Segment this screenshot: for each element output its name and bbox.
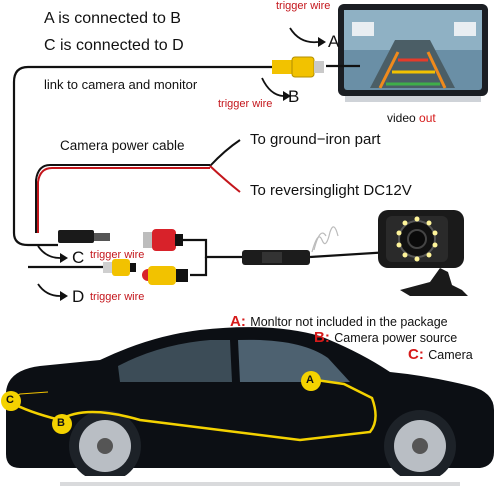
car-marker-c: C (6, 394, 14, 406)
title-line-2: C is connected to D (44, 37, 184, 54)
trigger-wire-label-b: trigger wire (218, 98, 273, 110)
car-illustration (0, 327, 500, 495)
camera-power-cable-label: Camera power cable (60, 138, 185, 153)
marker-c-label: C (72, 248, 85, 267)
trigger-wire-label-c: trigger wire (90, 249, 145, 261)
legend-item-b: B: Camera power source (314, 329, 458, 346)
marker-b-label: B (288, 87, 300, 106)
car-marker-a: A (306, 374, 314, 386)
inline-module (242, 250, 310, 265)
link-label: link to camera and monitor (44, 77, 198, 92)
dc-plug (58, 230, 110, 243)
monitor-illustration (338, 4, 488, 102)
rca-yellow-male (103, 259, 136, 276)
ground-label: To ground−iron part (250, 131, 381, 148)
marker-arrows (37, 27, 319, 297)
trigger-wire-curls (311, 226, 339, 253)
arrow-heads (60, 37, 326, 301)
rca-connector-top (272, 56, 324, 78)
trigger-wire-label-d: trigger wire (90, 291, 145, 303)
car-marker-b: B (57, 417, 65, 429)
power-cable (35, 139, 241, 233)
marker-a-label: A (328, 32, 340, 51)
title-line-1: A is connected to B (44, 10, 181, 27)
car-markers (1, 371, 321, 434)
marker-d-label: D (72, 287, 85, 306)
main-wire (12, 64, 391, 277)
rca-yellow-female (142, 266, 188, 285)
route-line (9, 378, 377, 442)
legend-item-a: A: Monltor not included in the package (230, 313, 448, 330)
reversing-light-label: To reversinglight DC12V (250, 182, 412, 199)
trigger-wire-label-a: trigger wire (276, 0, 331, 12)
video-out-label: video out (387, 111, 436, 125)
legend-item-c: C: Camera (408, 346, 473, 363)
camera-illustration (378, 210, 468, 296)
rca-red-female (143, 229, 183, 251)
